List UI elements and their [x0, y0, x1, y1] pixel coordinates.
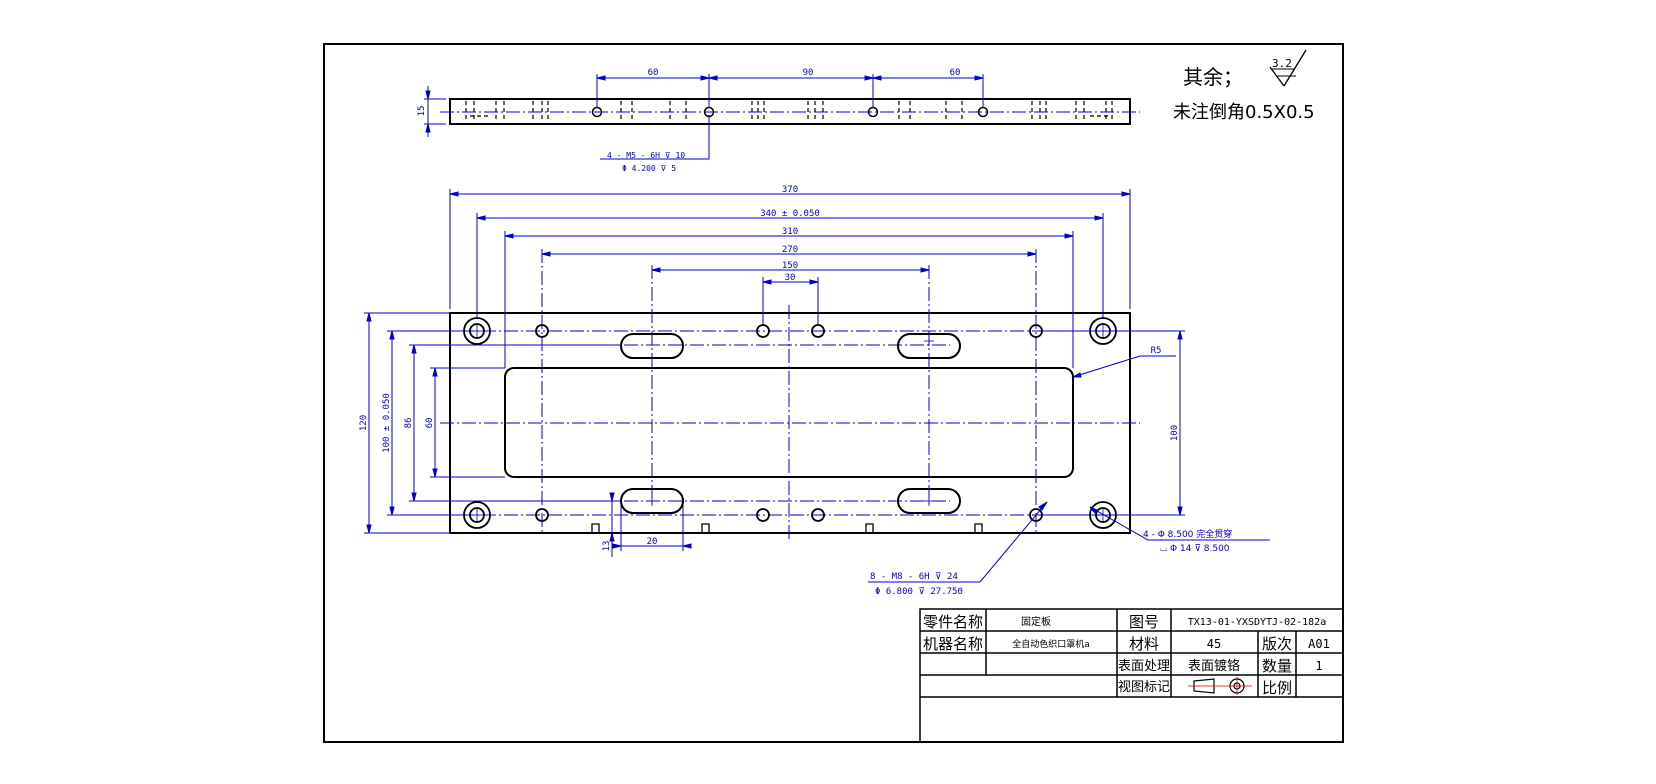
- drawing-no-label: 图号: [1129, 613, 1159, 631]
- dim-370: 370: [782, 185, 798, 195]
- top-dim-60-left: 60: [648, 68, 659, 78]
- dim-100-right: 100: [1170, 425, 1180, 441]
- main-dimension-lines: [364, 189, 1270, 583]
- top-dim-60-right: 60: [950, 68, 961, 78]
- surface-treatment-value: 表面镀铬: [1188, 658, 1240, 674]
- part-name-label: 零件名称: [923, 613, 983, 631]
- dim-60: 60: [425, 418, 435, 429]
- dim-270: 270: [782, 245, 798, 255]
- material-label: 材料: [1129, 635, 1159, 653]
- roughness-symbol: [1269, 49, 1307, 87]
- top-thread-callout-line2: Φ 4.200 ⊽ 5: [622, 164, 676, 173]
- machine-name-value: 全自动色织口罩机a: [1012, 638, 1090, 650]
- m8-thread-callout-line1: 8 - M8 - 6H ⊽ 24: [870, 572, 958, 582]
- dim-150: 150: [782, 261, 798, 271]
- bottom-edge-notches: [591, 523, 983, 533]
- title-block: 零件名称 固定板 图号 TX13-01-YXSDYTJ-02-182a 机器名称…: [919, 608, 1344, 743]
- counterbore-callout-line1: 4 - Φ 8.500 完全贯穿: [1143, 528, 1232, 540]
- top-thread-callout-line1: 4 - M5 - 6H ⊽ 10: [607, 151, 685, 160]
- dim-30: 30: [785, 273, 796, 283]
- dim-340-tol: 340 ± 0.050: [760, 209, 820, 219]
- m8-thread-callout-line2: Φ 6.800 ⊽ 27.750: [875, 587, 963, 597]
- part-name-value: 固定板: [1021, 615, 1051, 628]
- projection-symbol-icon: [1188, 677, 1252, 695]
- version-label: 版次: [1262, 635, 1292, 653]
- main-centerlines: [440, 305, 1140, 542]
- top-dim-15: 15: [417, 106, 427, 117]
- other-surfaces-label: 其余；: [1183, 65, 1243, 89]
- top-view-dimensions: [424, 74, 984, 160]
- top-dim-90: 90: [803, 68, 814, 78]
- material-value: 45: [1207, 637, 1221, 651]
- dim-120: 120: [359, 415, 369, 431]
- view-mark-label: 视图标记: [1118, 680, 1170, 695]
- top-view-hidden-lines: [465, 101, 1113, 122]
- drawing-no-value: TX13-01-YXSDYTJ-02-182a: [1188, 617, 1326, 628]
- quantity-value: 1: [1315, 659, 1322, 673]
- dim-20: 20: [647, 537, 658, 547]
- top-view: 60 90 60 15 4 - M5 - 6H ⊽ 10 Φ 4.200 ⊽ 5: [417, 68, 1140, 173]
- quantity-label: 数量: [1262, 657, 1292, 675]
- title-block-grid: [919, 608, 1344, 743]
- dim-13: 13: [602, 541, 612, 552]
- general-notes: 其余； 3.2 未注倒角0.5X0.5: [1173, 49, 1315, 123]
- dim-86: 86: [404, 418, 414, 429]
- dim-r5: R5: [1151, 346, 1162, 356]
- machine-name-label: 机器名称: [923, 635, 983, 653]
- roughness-value: 3.2: [1272, 57, 1292, 70]
- drawing-border: [323, 43, 1344, 743]
- main-view: 370 340 ± 0.050 310 270 150 30 120 100 ±…: [359, 185, 1270, 597]
- chamfer-note: 未注倒角0.5X0.5: [1173, 102, 1315, 123]
- version-value: A01: [1308, 637, 1330, 651]
- surface-treatment-label: 表面处理: [1118, 659, 1170, 674]
- scale-label: 比例: [1262, 679, 1292, 697]
- dim-310: 310: [782, 227, 798, 237]
- counterbore-callout-line2: ⌴ Φ 14 ⊽ 8.500: [1160, 544, 1230, 554]
- dim-100-tol: 100 ± 0.050: [382, 393, 392, 453]
